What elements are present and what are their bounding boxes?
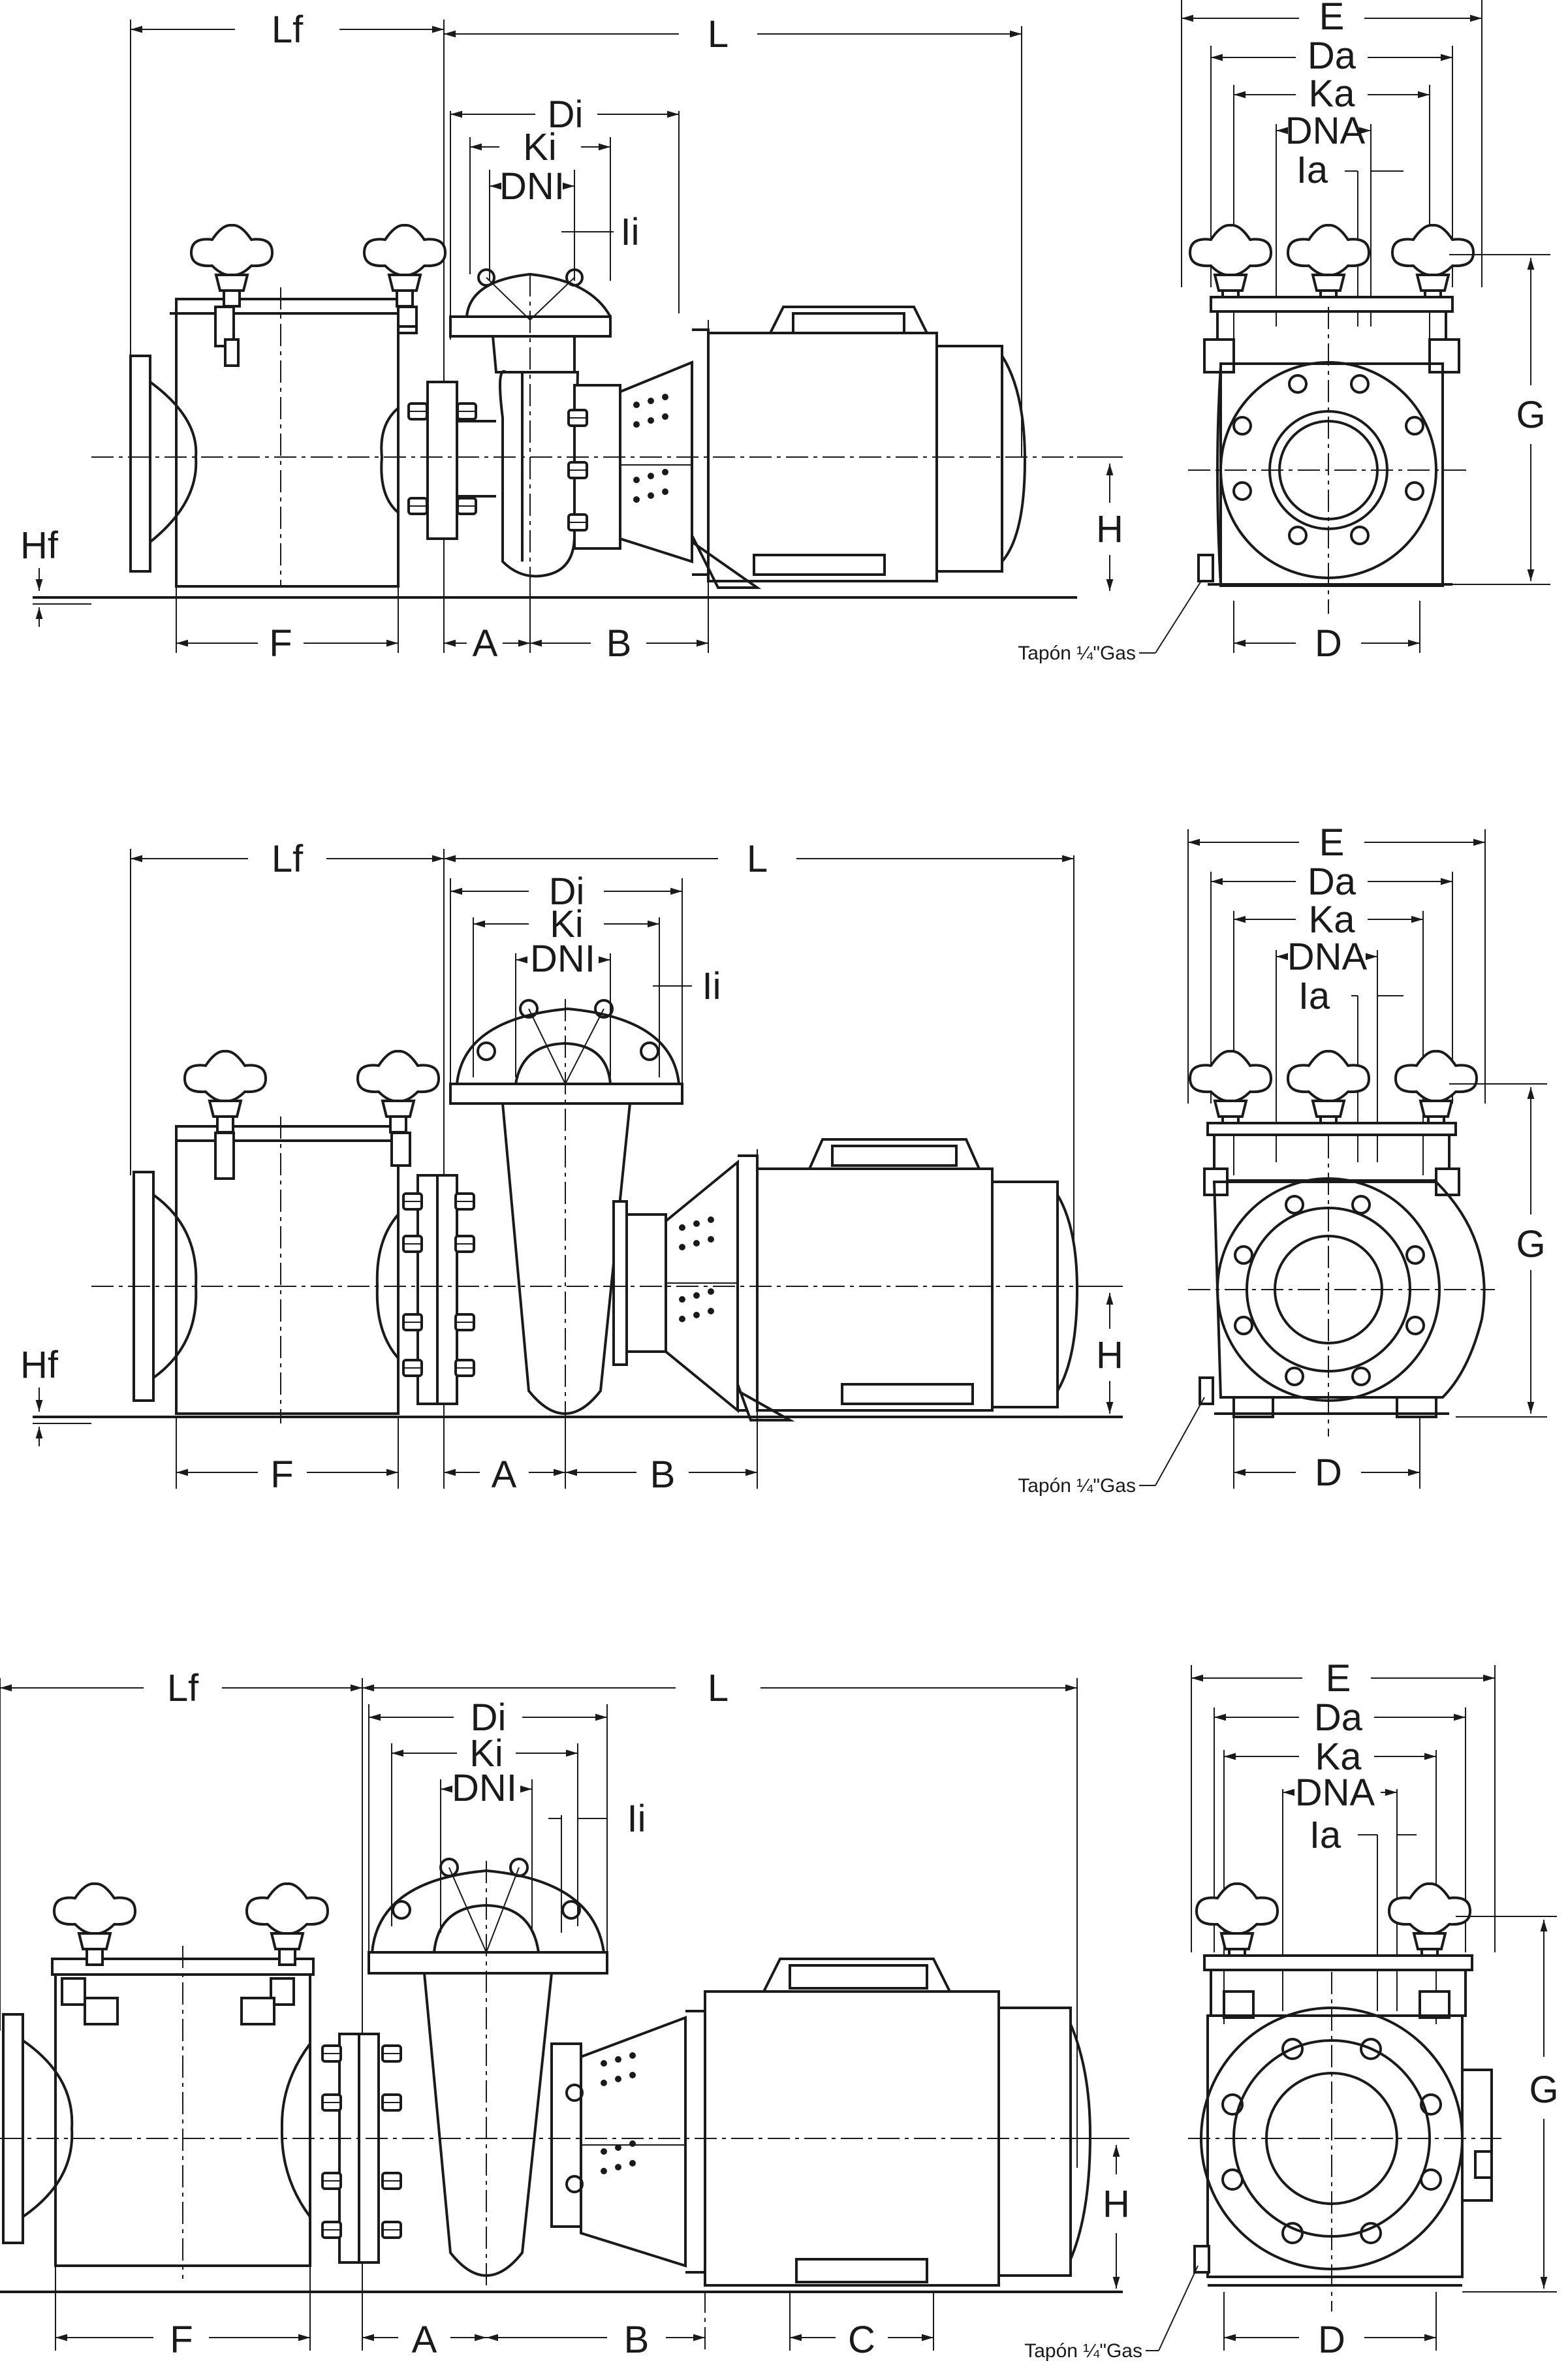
label-L: L <box>708 1667 729 1709</box>
label-Ki: Ki <box>523 126 557 168</box>
label-Lf: Lf <box>272 8 304 51</box>
drawing-1-side-view: Lf L Di Ki DNI Ii Hf H F A B <box>20 8 1123 665</box>
label-D: D <box>1318 2319 1345 2361</box>
label-Ki: Ki <box>550 903 584 945</box>
label-Ka: Ka <box>1309 898 1356 941</box>
label-Di: Di <box>548 93 584 136</box>
drawing-2-side-view: Lf L Di Ki DNI Ii Hf H F A B <box>20 838 1123 1496</box>
plug-note: Tapón ¼"Gas <box>1018 1475 1136 1497</box>
label-L: L <box>708 13 729 56</box>
label-DNI: DNI <box>499 165 565 208</box>
label-H: H <box>1103 2183 1130 2225</box>
label-Lf: Lf <box>167 1667 199 1709</box>
label-F: F <box>269 622 292 665</box>
drawing-2-end-view: E Da Ka DNA Ia G D Tapón ¼"Gas <box>1018 821 1547 1497</box>
label-H: H <box>1096 1334 1123 1376</box>
label-Ka: Ka <box>1309 72 1356 115</box>
label-A: A <box>412 2319 437 2361</box>
label-DNA: DNA <box>1285 110 1366 152</box>
label-Ii: Ii <box>621 211 640 253</box>
label-Lf: Lf <box>272 838 304 880</box>
label-E: E <box>1319 0 1345 38</box>
label-G: G <box>1529 2069 1558 2111</box>
plug-note: Tapón ¼"Gas <box>1024 2340 1142 2362</box>
label-A: A <box>492 1453 517 1496</box>
label-H: H <box>1096 508 1123 550</box>
label-Hf: Hf <box>20 1344 59 1386</box>
label-B: B <box>624 2319 650 2361</box>
label-Da: Da <box>1308 35 1356 77</box>
label-Ki: Ki <box>469 1732 503 1775</box>
label-Ia: Ia <box>1296 149 1328 191</box>
label-E: E <box>1319 821 1345 864</box>
label-B: B <box>606 622 632 665</box>
label-Ka: Ka <box>1315 1736 1362 1778</box>
drawing-3-side-view: Lf L Di Ki DNI Ii H F A B C <box>0 1667 1130 2361</box>
label-Ii: Ii <box>702 965 721 1008</box>
label-E: E <box>1326 1657 1351 1700</box>
label-Di: Di <box>549 870 585 913</box>
label-Da: Da <box>1314 1696 1363 1739</box>
label-DNA: DNA <box>1287 936 1368 978</box>
label-G: G <box>1516 394 1545 436</box>
label-G: G <box>1516 1223 1545 1265</box>
label-A: A <box>473 622 498 665</box>
label-F: F <box>170 2319 193 2361</box>
label-Hf: Hf <box>20 524 59 567</box>
label-DNI: DNI <box>452 1767 517 1809</box>
label-D: D <box>1315 1452 1342 1494</box>
label-Di: Di <box>471 1696 507 1739</box>
drawing-3-end-view: E Da Ka DNA Ia G D Tapón ¼"Gas <box>1024 1657 1558 2362</box>
label-DNA: DNA <box>1295 1771 1375 1814</box>
label-F: F <box>270 1453 293 1496</box>
label-DNI: DNI <box>530 938 595 980</box>
label-L: L <box>747 838 768 880</box>
drawing-1-end-view: E Da Ka DNA Ia G D Tapón ¼"Gas <box>1018 0 1550 665</box>
label-Ia: Ia <box>1309 1814 1341 1856</box>
label-D: D <box>1315 622 1342 665</box>
label-Ii: Ii <box>627 1798 646 1840</box>
label-Ia: Ia <box>1298 975 1330 1017</box>
label-B: B <box>650 1453 676 1496</box>
label-Da: Da <box>1308 861 1356 903</box>
plug-note: Tapón ¼"Gas <box>1018 643 1136 664</box>
label-C: C <box>848 2319 875 2361</box>
